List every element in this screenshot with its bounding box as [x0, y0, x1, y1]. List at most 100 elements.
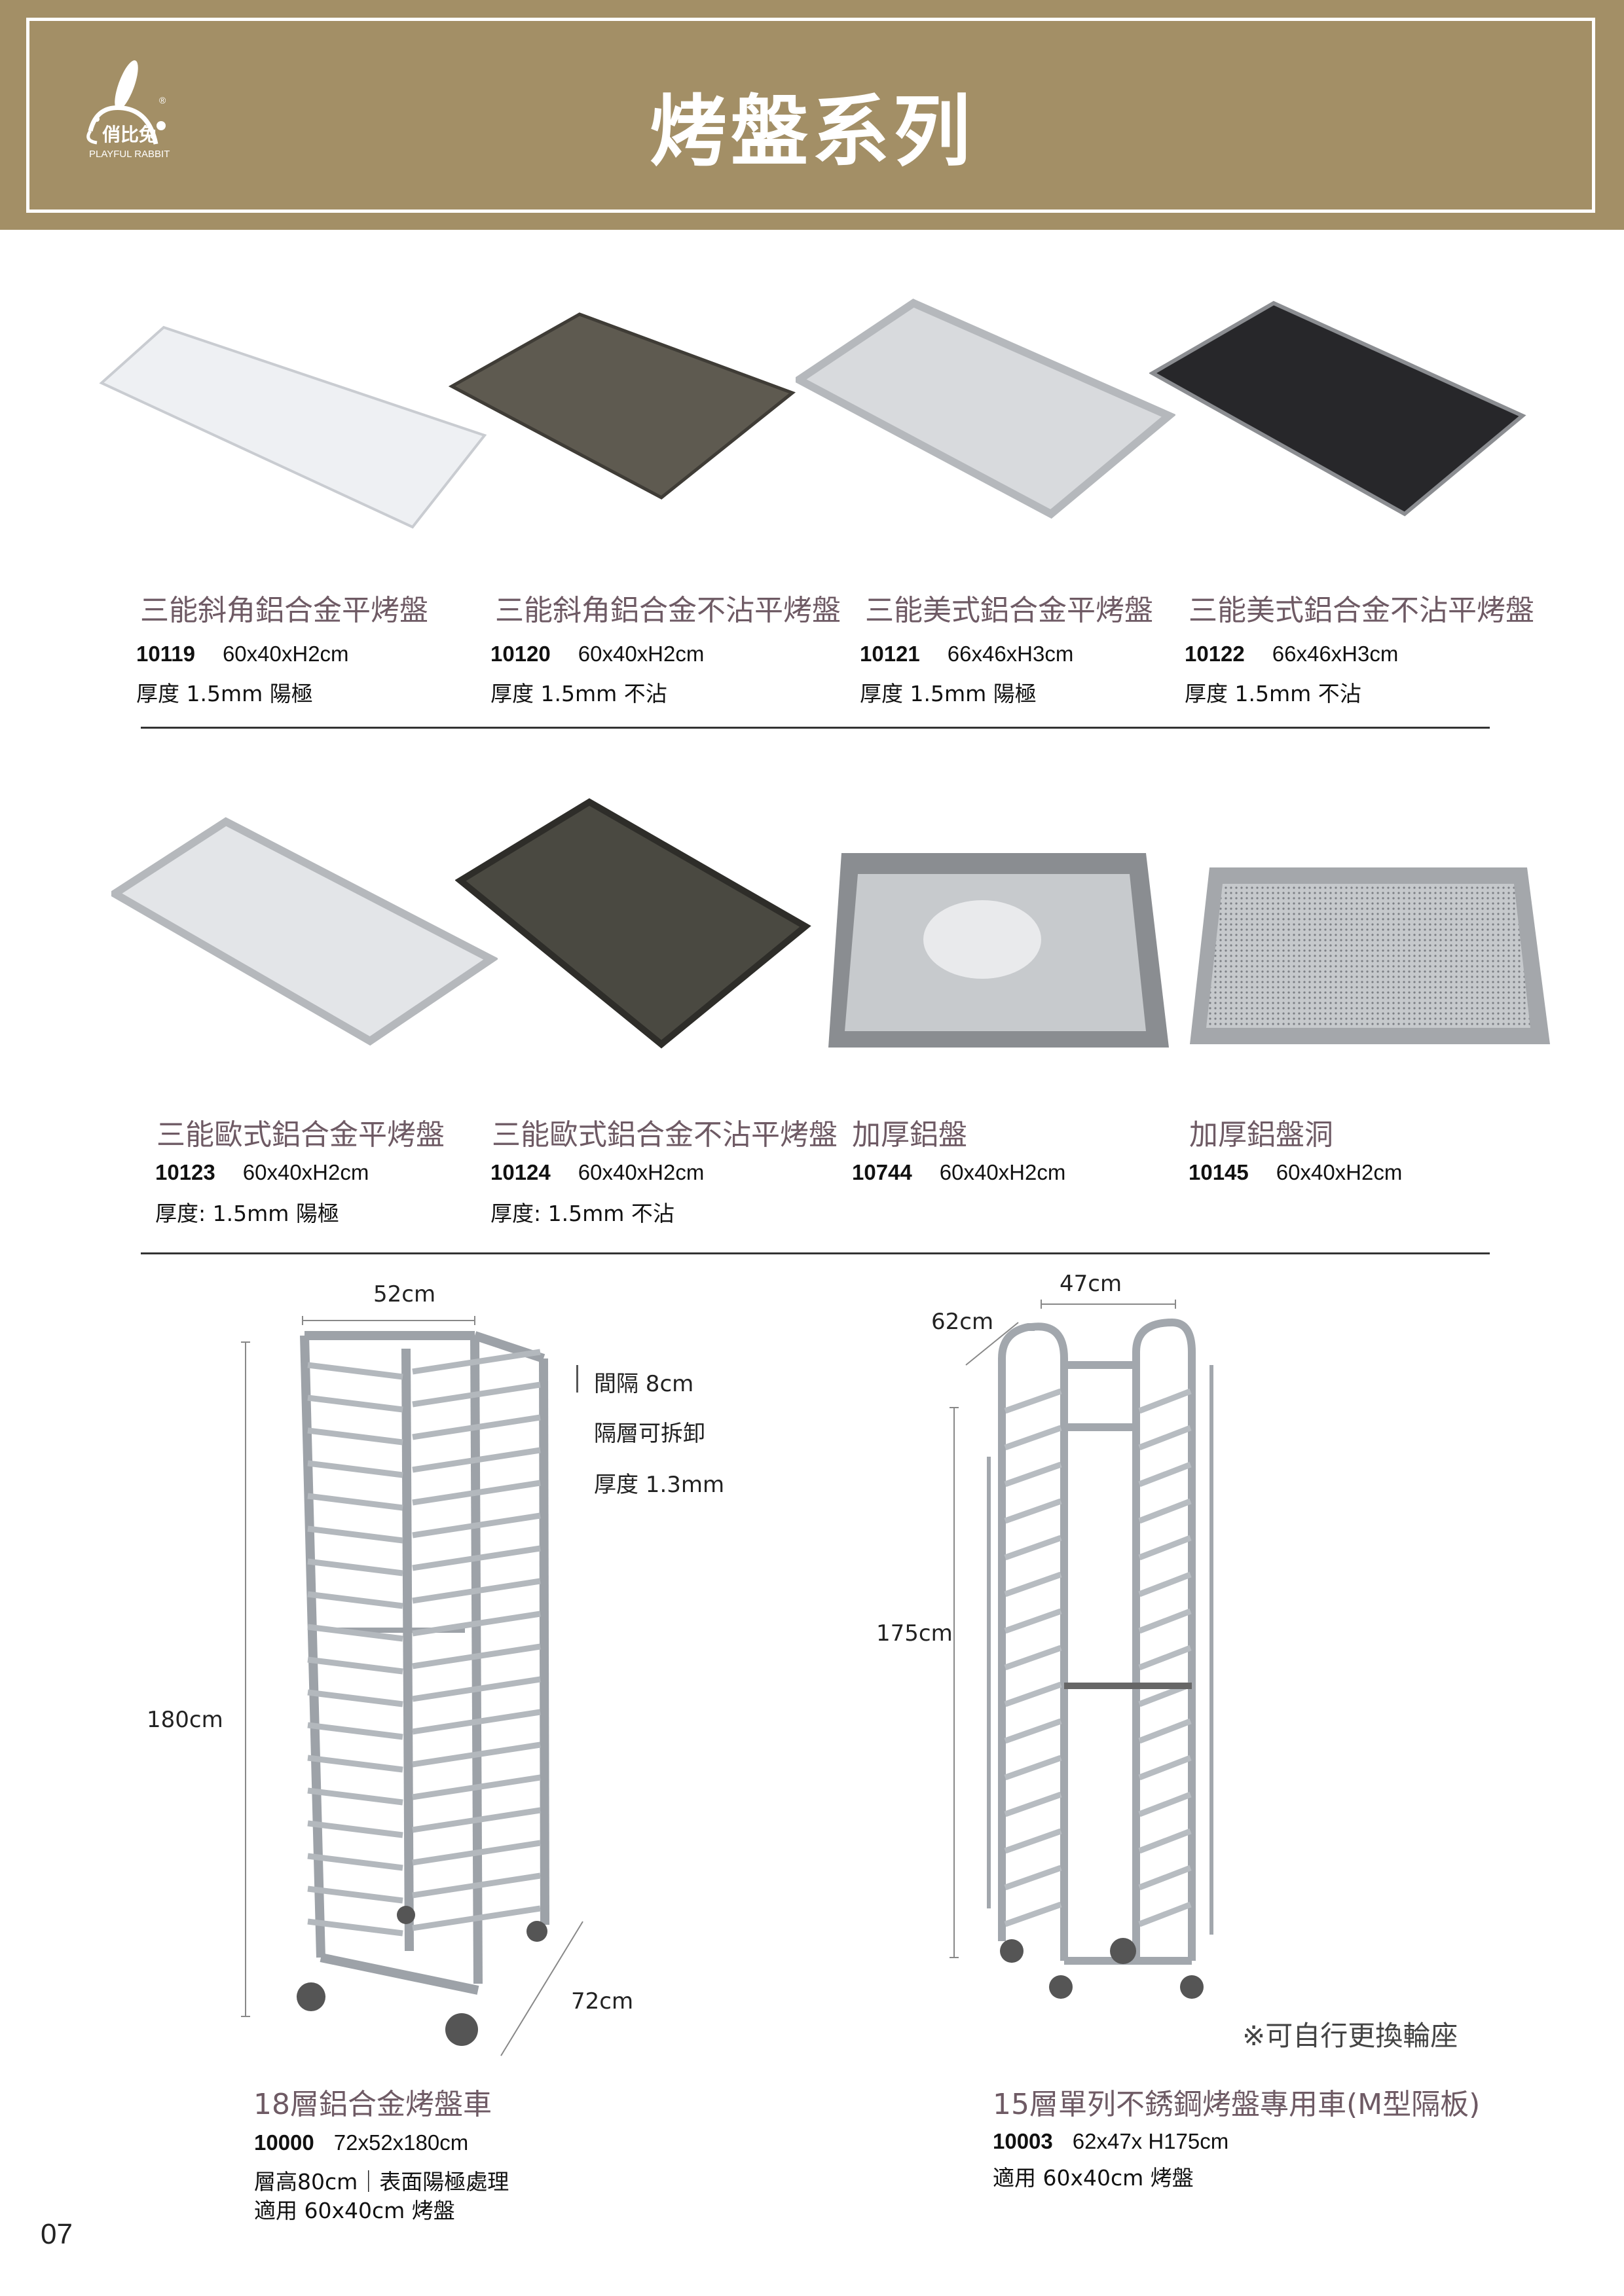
rack-shelf-rail	[1004, 1425, 1062, 1451]
rack-shelf-rail	[1004, 1681, 1062, 1707]
caster-note: ※可自行更換輪座	[1242, 2020, 1458, 2052]
product-title: 加厚鋁盤洞	[1189, 1118, 1333, 1152]
rack-shelf-rail	[412, 1741, 541, 1768]
product-title: 18層鋁合金烤盤車	[253, 2088, 492, 2121]
product-title: 加厚鋁盤	[852, 1118, 967, 1152]
page-title: 烤盤系列	[649, 86, 974, 177]
rack-shelf-rail	[1004, 1901, 1062, 1927]
spacing-marker	[576, 1365, 578, 1393]
rack-shelf-rail	[412, 1872, 541, 1899]
rack-shelf-rail	[1004, 1571, 1062, 1597]
product-spec: 適用 60x40cm 烤盤	[993, 2165, 1194, 2191]
rack-shelf-rail	[412, 1676, 541, 1702]
rack-image-10003	[950, 1300, 1213, 1999]
rack-shelf-rail	[412, 1512, 541, 1539]
rack-shelf-rail	[412, 1611, 541, 1637]
rack-shelf-rail	[412, 1709, 541, 1735]
rack-shelf-rail	[1138, 1755, 1192, 1781]
svg-text:PLAYFUL RABBIT: PLAYFUL RABBIT	[89, 149, 170, 160]
rack-shelf-rail	[1004, 1828, 1062, 1854]
product-spec: 厚度: 1.5mm 不沾	[490, 1201, 674, 1226]
brand-logo: ® 俏比兔 PLAYFUL RABBIT	[71, 59, 195, 164]
rack-shelf-rail	[412, 1578, 541, 1604]
rack-shelf-rail	[1138, 1645, 1192, 1671]
rack-shelf-rail	[1004, 1718, 1062, 1744]
rack-shelf-rail	[307, 1755, 403, 1773]
product-title: 三能斜角鋁合金平烤盤	[140, 594, 428, 627]
rack-shelf-rail	[1004, 1608, 1062, 1634]
rack-shelf-rail	[412, 1447, 541, 1473]
rack-shelf-rail	[1004, 1498, 1062, 1524]
tray-image-10120	[448, 312, 796, 500]
product-title: 三能美式鋁合金不沾平烤盤	[1189, 594, 1534, 627]
product-spec: 厚度: 1.5mm 陽極	[155, 1201, 339, 1226]
rack-shelf-rail	[1138, 1461, 1192, 1487]
rack-shelf-rail	[307, 1787, 403, 1806]
rack-shelf-rail	[1004, 1388, 1062, 1414]
rack-shelf-rail	[412, 1643, 541, 1669]
rack-shelf-rail	[412, 1414, 541, 1440]
rack-shelf-rail	[1138, 1791, 1192, 1817]
tray-image-10145	[1190, 867, 1550, 1044]
rack-shelf-rail	[1138, 1828, 1192, 1854]
rack-shelf-rail	[1138, 1608, 1192, 1634]
svg-text:®: ®	[159, 95, 166, 105]
rack-shelf-rail	[412, 1807, 541, 1833]
rack-shelf-rail	[307, 1656, 403, 1675]
page-number: 07	[41, 2218, 73, 2250]
rack-shelf-rail	[307, 1362, 403, 1380]
rack-shelf-rail	[1138, 1498, 1192, 1524]
rack-shelf-rail	[1138, 1718, 1192, 1744]
rack-shelf-rail	[307, 1525, 403, 1544]
header-frame	[26, 18, 1595, 213]
rack-height-label: 175cm	[876, 1620, 953, 1647]
rack-shelf-rail	[307, 1886, 403, 1904]
rack-shelf-rail	[1138, 1425, 1192, 1451]
rack-depth-label: 72cm	[571, 1988, 634, 2014]
product-spec: 厚度 1.5mm 不沾	[490, 681, 667, 706]
divider	[141, 727, 1490, 729]
rack-height-label: 180cm	[147, 1707, 223, 1733]
product-spec: 厚度 1.5mm 陽極	[136, 681, 313, 706]
rack-shelf-rail	[1138, 1535, 1192, 1561]
rack-shelf-rail	[307, 1493, 403, 1511]
rack-shelf-rail	[1004, 1461, 1062, 1487]
rack-feature: 間隔 8cm	[594, 1371, 694, 1397]
product-title: 三能斜角鋁合金不沾平烤盤	[495, 594, 841, 627]
rack-shelf-rail	[307, 1558, 403, 1576]
rack-shelf-rail	[412, 1349, 541, 1375]
product-title: 三能歐式鋁合金不沾平烤盤	[492, 1118, 838, 1152]
rack-shelf-rail	[1138, 1571, 1192, 1597]
product-spec: 厚度 1.5mm 不沾	[1185, 681, 1361, 706]
rack-width-label: 52cm	[373, 1281, 436, 1307]
rack-image-10000	[241, 1316, 583, 2056]
rack-shelf-rail	[412, 1480, 541, 1506]
rack-shelf-rail	[412, 1381, 541, 1408]
rack-feature: 隔層可拆卸	[594, 1421, 705, 1447]
tray-image-10123	[111, 817, 498, 1046]
rack-shelf-rail	[1004, 1535, 1062, 1561]
rack-depth-label: 62cm	[931, 1309, 994, 1335]
product-title: 三能美式鋁合金平烤盤	[865, 594, 1153, 627]
tray-image-10121	[796, 299, 1175, 519]
rack-shelf-rail	[307, 1624, 403, 1642]
rack-shelf-rail	[307, 1820, 403, 1838]
rack-shelf-rail	[1138, 1901, 1192, 1927]
rack-shelf-rail	[1138, 1388, 1192, 1414]
tray-image-10119	[99, 325, 487, 529]
rack-shelf-rail	[307, 1722, 403, 1740]
product-spec: 厚度 1.5mm 陽極	[860, 681, 1037, 706]
rack-shelf-rail	[307, 1394, 403, 1413]
tray-image-10122	[1149, 301, 1526, 517]
rack-shelf-rail	[307, 1918, 403, 1937]
rack-shelf-rail	[412, 1840, 541, 1866]
